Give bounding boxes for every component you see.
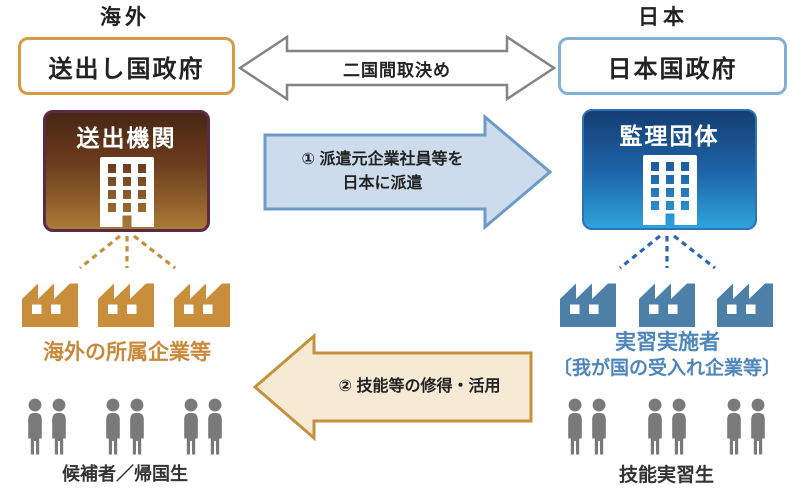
overseas-connector-dashes [79,234,176,270]
trainees-label: 技能実習生 [618,464,714,486]
japan-gov-box: 日本国政府 [558,37,787,95]
factory-icon [560,273,616,327]
person-icon [103,398,123,455]
factory-icon [717,273,773,327]
overseas-factories-row [22,273,230,327]
person-icon [589,398,609,455]
people-group [724,398,768,455]
supervising-org-title: 監理団体 [619,123,720,149]
domestic-factories-row [560,273,773,327]
person-icon [49,398,69,455]
person-icon [669,398,689,455]
people-group [565,398,609,455]
sending-org-box: 送出機関 [43,110,210,232]
factory-icon [98,273,154,327]
sending-country-gov-box: 送出し国政府 [18,37,235,95]
person-icon [25,398,45,455]
factory-icon [639,273,695,327]
domestic-companies-label-line2: 〔我が国の受入れ企業等〕 [552,357,781,379]
building-icon [100,157,154,227]
bilateral-agreement-label: 二国間取決め [343,60,451,80]
factory-icon [174,273,230,327]
people-group [25,398,69,455]
dispatch-flow-line1: ① 派遣元企業社員等を [301,150,464,168]
dispatch-right-arrow-icon [263,113,553,231]
dispatch-flow-label: ① 派遣元企業社員等を 日本に派遣 [275,135,490,208]
supervising-org-box: 監理団体 [582,109,757,230]
trainees-people-row [565,398,768,455]
skills-flow-label: ② 技能等の修得・活用 [338,378,501,395]
person-icon [724,398,744,455]
overseas-companies-label: 海外の所属企業等 [43,341,211,364]
person-icon [181,398,201,455]
building-icon [643,155,697,225]
candidates-people-row [25,398,225,455]
person-icon [127,398,147,455]
people-group [181,398,225,455]
region-header-overseas: 海外 [100,6,150,29]
candidates-label: 候補者／帰国生 [62,464,188,484]
person-icon [645,398,665,455]
people-group [103,398,147,455]
domestic-connector-dashes [619,234,716,270]
person-icon [205,398,225,455]
sending-org-title: 送出機関 [76,125,177,151]
people-group [645,398,689,455]
skills-left-arrow-icon [252,333,533,441]
dispatch-flow-line2: 日本に派遣 [342,174,423,192]
region-header-japan: 日本 [638,6,688,29]
factory-icon [22,273,78,327]
domestic-companies-label-line1: 実習実施者 [615,331,720,354]
person-icon [565,398,585,455]
person-icon [748,398,768,455]
bilateral-double-arrow-icon [237,34,557,102]
